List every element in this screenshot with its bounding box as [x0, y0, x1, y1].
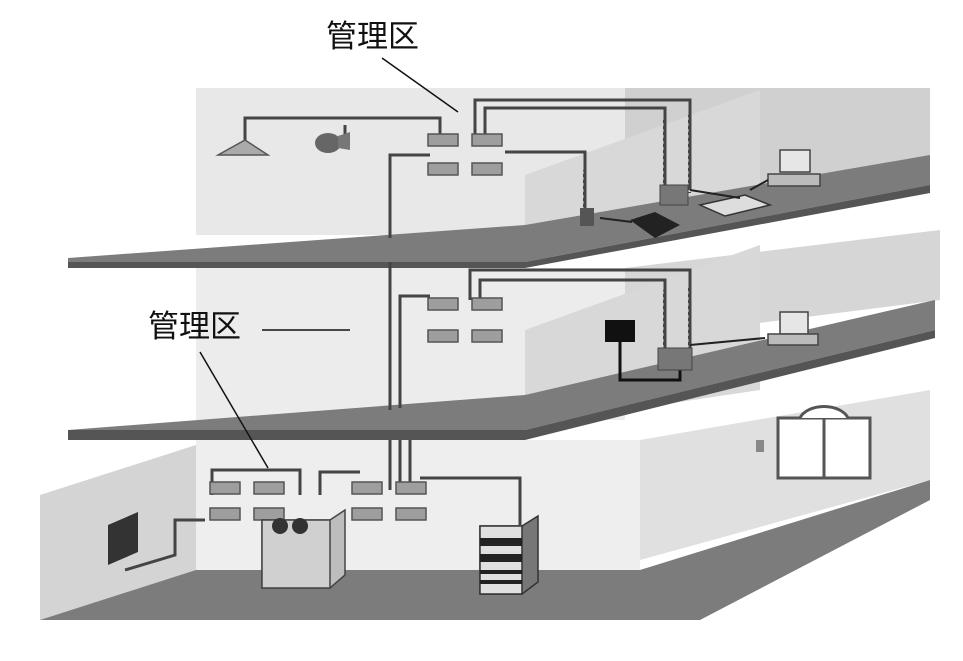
dotted-runs: [583, 115, 691, 352]
window: [776, 404, 872, 480]
floor-middle: [68, 300, 935, 430]
wall-outlet-top: [580, 208, 594, 226]
wall-box: [108, 512, 138, 565]
back-wall-top: [196, 88, 625, 235]
leader-middle-diagonal: [199, 351, 269, 469]
cable-to-wallbox: [124, 518, 205, 572]
patch-panels: [209, 133, 503, 521]
server-rack: [479, 514, 539, 595]
cable-to-server: [420, 476, 522, 525]
label-leaders: [199, 57, 459, 469]
cable-riser-left: [388, 153, 430, 238]
cable-lamp: [243, 116, 442, 140]
leader-top: [381, 57, 459, 113]
management-zone-label-top: 管理区: [326, 19, 419, 55]
video-camera: [605, 320, 682, 382]
riser-vertical-2: [398, 294, 430, 408]
equipment-cabinet: [261, 508, 346, 589]
telephone: [599, 212, 680, 238]
ceiling-lamp: [215, 139, 271, 156]
storey-middle: [68, 230, 940, 440]
management-zone-label-middle: 管理区: [148, 309, 241, 345]
wall-outlet-top-right: [659, 184, 689, 206]
wall-outlet-middle: [657, 347, 693, 371]
computer-middle: [689, 311, 819, 346]
wall-switch: [756, 440, 764, 452]
speaker: [315, 132, 350, 153]
back-wall-middle: [196, 268, 625, 420]
fax-machine: [689, 189, 773, 217]
computer-top: [749, 149, 821, 191]
